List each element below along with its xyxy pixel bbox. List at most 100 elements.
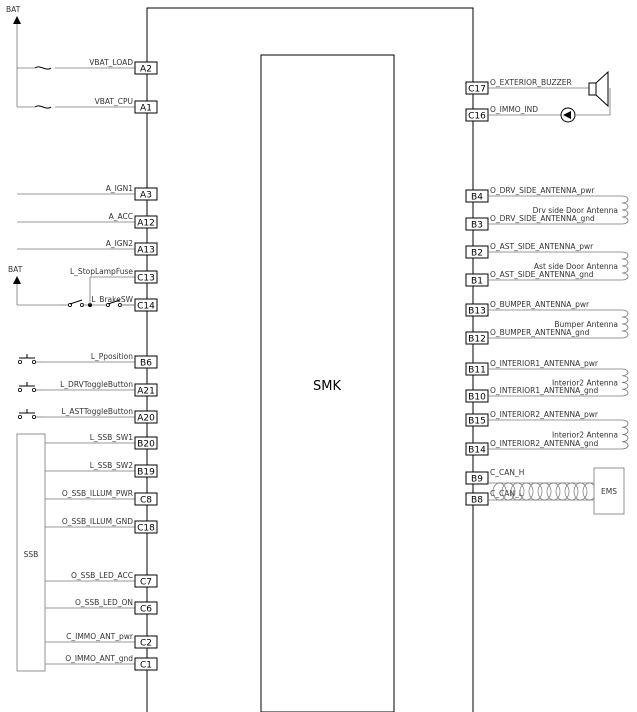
- left-pin-label: VBAT_LOAD: [89, 58, 133, 67]
- left-pin-number: A12: [137, 219, 155, 229]
- left-pin-label: O_SSB_LED_ACC: [71, 571, 133, 580]
- right-pin-b14: B14 O_INTERIOR2_ANTENNA_gnd: [465, 439, 599, 456]
- can-twisted-pair: [488, 482, 597, 501]
- antenna-3: Bumper Antenna: [488, 309, 629, 339]
- left-pin-number: B20: [137, 440, 155, 450]
- right-pin-label: O_BUMPER_ANTENNA_gnd: [490, 328, 590, 337]
- switch-symbols: [17, 66, 135, 419]
- right-pin-number: B15: [468, 417, 486, 427]
- ems-label: EMS: [601, 487, 617, 496]
- right-pin-label: O_INTERIOR1_ANTENNA_gnd: [490, 386, 599, 395]
- right-pin-b3: B3 O_DRV_SIDE_ANTENNA_gnd: [465, 214, 595, 231]
- antenna-label: Ast side Door Antenna: [534, 262, 618, 271]
- bat-label-stoplamp: BAT: [8, 265, 23, 274]
- right-pin-b9: B9 C_CAN_H: [465, 468, 524, 485]
- right-pin-label: O_DRV_SIDE_ANTENNA_pwr: [490, 186, 595, 195]
- module-title: SMK: [313, 379, 341, 394]
- right-pin-number: B3: [471, 221, 483, 231]
- bat-label-top: BAT: [6, 5, 21, 14]
- right-pin-number: B14: [468, 446, 486, 456]
- left-pin-number: C8: [140, 496, 152, 506]
- left-pin-label: L_SSB_SW2: [90, 461, 134, 470]
- right-pin-number: C17: [468, 85, 486, 95]
- right-pin-b4: B4 O_DRV_SIDE_ANTENNA_pwr: [465, 186, 595, 203]
- right-pin-label: O_AST_SIDE_ANTENNA_gnd: [490, 270, 594, 279]
- right-pin-b8: B8C_CAN_L: [465, 489, 524, 506]
- left-pin-number: B19: [137, 468, 155, 478]
- left-pin-label: O_SSB_ILLUM_GND: [62, 517, 133, 526]
- left-pin-label: L_Pposition: [91, 352, 133, 361]
- left-pin-c8: O_SSB_ILLUM_PWR C8: [45, 489, 158, 506]
- left-pin-label: L_StopLampFuse: [70, 267, 133, 276]
- ssb-label: SSB: [24, 550, 39, 559]
- antenna-label: Drv side Door Antenna: [533, 206, 618, 215]
- left-pin-number: A13: [137, 246, 155, 256]
- left-pin-label: C_IMMO_ANT_pwr: [66, 632, 134, 641]
- left-pin-number: A1: [140, 104, 152, 114]
- right-pin-label: O_INTERIOR2_ANTENNA_gnd: [490, 439, 599, 448]
- right-pin-number: B9: [471, 475, 483, 485]
- right-pin-b10: B10 O_INTERIOR1_ANTENNA_gnd: [465, 386, 599, 403]
- led-symbol: [528, 88, 611, 123]
- right-pin-b11: B11 O_INTERIOR1_ANTENNA_pwr: [465, 359, 599, 376]
- right-pin-number: B4: [471, 193, 483, 203]
- left-pin-number: C7: [140, 578, 152, 588]
- left-pin-label: A_IGN2: [106, 239, 134, 248]
- antenna-label: Interior2 Antenna: [552, 379, 618, 388]
- right-pin-number: B12: [468, 335, 486, 345]
- left-pin-number: A3: [140, 191, 152, 201]
- left-pin-number: C18: [137, 524, 155, 534]
- antenna-label: Interior2 Antenna: [552, 431, 618, 440]
- ems-box: [593, 467, 625, 515]
- left-pin-number: A21: [137, 387, 155, 397]
- buzzer-symbol: [528, 70, 609, 108]
- right-pin-label: O_DRV_SIDE_ANTENNA_gnd: [490, 214, 595, 223]
- left-pin-label: O_IMMO_ANT_gnd: [65, 654, 133, 663]
- antenna-5: Interior2 Antenna: [488, 419, 629, 450]
- right-pin-label: O_INTERIOR1_ANTENNA_pwr: [490, 359, 599, 368]
- left-pin-label: L_BrakeSW: [91, 295, 133, 304]
- left-pin-a1: VBAT_CPU A1: [35, 97, 158, 114]
- left-pin-number: B6: [140, 359, 152, 369]
- right-pin-label: C_CAN_H: [490, 468, 524, 477]
- left-pin-label: O_SSB_ILLUM_PWR: [62, 489, 133, 498]
- left-pin-label: VBAT_CPU: [95, 97, 133, 106]
- left-pin-label: L_SSB_SW1: [90, 433, 134, 442]
- left-pin-number: C1: [140, 661, 152, 671]
- right-pin-number: B1: [471, 277, 483, 287]
- right-pin-number: B2: [471, 249, 483, 259]
- antenna-label: Bumper Antenna: [554, 320, 618, 329]
- ssb-box: [16, 433, 46, 672]
- left-pin-label: O_SSB_LED_ON: [75, 598, 133, 607]
- right-pin-number: C16: [468, 112, 486, 122]
- right-pin-label: O_BUMPER_ANTENNA_pwr: [490, 300, 590, 309]
- right-pin-number: B10: [468, 393, 486, 403]
- left-pin-number: C14: [137, 302, 155, 312]
- left-pin-c18: O_SSB_ILLUM_GND C18: [45, 517, 158, 534]
- antenna-4: Interior2 Antenna: [488, 368, 629, 397]
- module-inner-box: [260, 54, 395, 712]
- antenna-1: Drv side Door Antenna: [488, 195, 629, 225]
- right-pin-b1: B1 O_AST_SIDE_ANTENNA_gnd: [465, 270, 594, 287]
- left-pin-c7: O_SSB_LED_ACC C7: [45, 571, 158, 588]
- battery-supply-top: BAT: [6, 5, 35, 108]
- right-pin-number: B11: [468, 366, 486, 376]
- right-pin-number: B8: [471, 496, 483, 506]
- antenna-2: Ast side Door Antenna: [488, 251, 629, 281]
